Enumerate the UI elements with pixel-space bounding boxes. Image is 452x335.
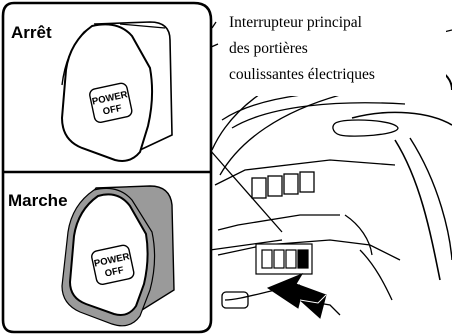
switch-cluster — [256, 244, 312, 274]
callout-box: Interrupteur principal des portières cou… — [224, 6, 446, 96]
pointer-arrow — [268, 274, 326, 318]
callout-line-3: coulissantes électriques — [229, 66, 375, 83]
callout-line-2: des portières — [229, 40, 308, 57]
switch-off-illustration: POWER OFF — [62, 22, 172, 161]
callout-line-1: Interrupteur principal — [229, 14, 362, 31]
label-off: Arrêt — [11, 23, 52, 42]
label-on: Marche — [8, 191, 68, 210]
